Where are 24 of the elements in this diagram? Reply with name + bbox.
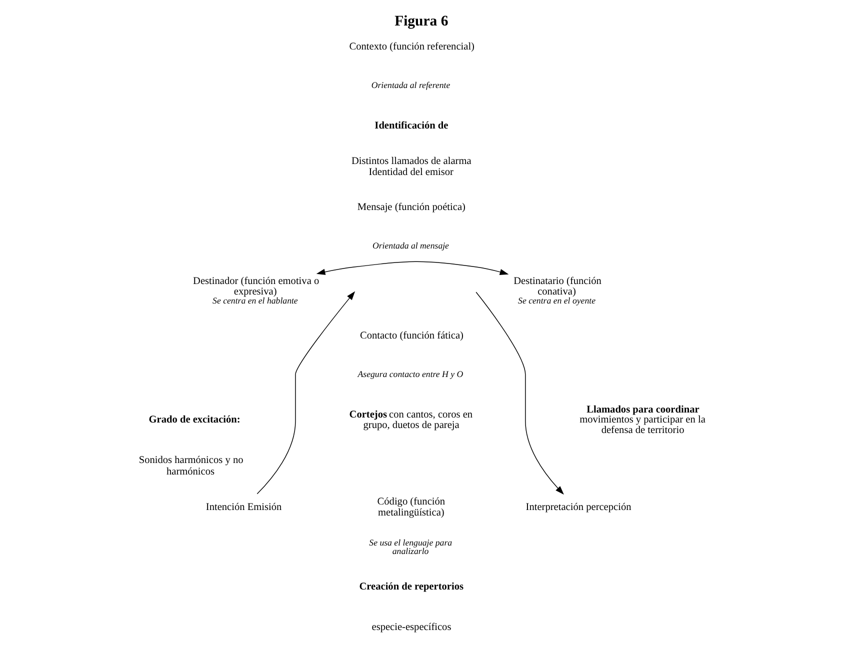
node-text: Intención Emisión — [206, 502, 282, 514]
label: Llamados para coordinar movimientos y participar en la defensa de territorio — [580, 404, 706, 436]
node-text: Interpretación percepción — [526, 502, 632, 514]
label: Orientada al mensaje — [372, 240, 449, 251]
label: Contacto (función fática) — [360, 330, 464, 342]
label: Mensaje (función poética) — [357, 202, 466, 214]
label: Código (función metalingüística) — [377, 496, 446, 519]
arrow — [316, 261, 509, 275]
label: Cortejos con cantos, coros en grupo, duetos de pareja — [349, 410, 473, 431]
label: Orientada al referente — [371, 80, 450, 90]
diagram-title: Figura 6 — [394, 13, 448, 30]
label: Se usa el lenguaje para analizarlo — [369, 537, 452, 556]
label: Creación de repertorios — [359, 582, 464, 593]
label: Sonidos harmónicos y no harmónicos — [138, 455, 244, 478]
arrow — [256, 291, 356, 494]
label: especie-específicos — [372, 622, 452, 634]
label: Asegura contacto entre H y O — [358, 368, 464, 379]
label: Contexto (función referencial) — [349, 41, 475, 52]
node-text: Destinador (función emotiva o expresiva) Se centra en el hablante — [193, 276, 320, 306]
label: Identificación de — [374, 120, 448, 132]
label: Grado de excitación: — [148, 414, 240, 426]
label: Distintos llamados de alarma Identidad del emisor — [351, 156, 472, 178]
arrow — [476, 292, 564, 495]
node-text: Destinatario (función conativa) Se centra en el oyente — [514, 276, 602, 306]
